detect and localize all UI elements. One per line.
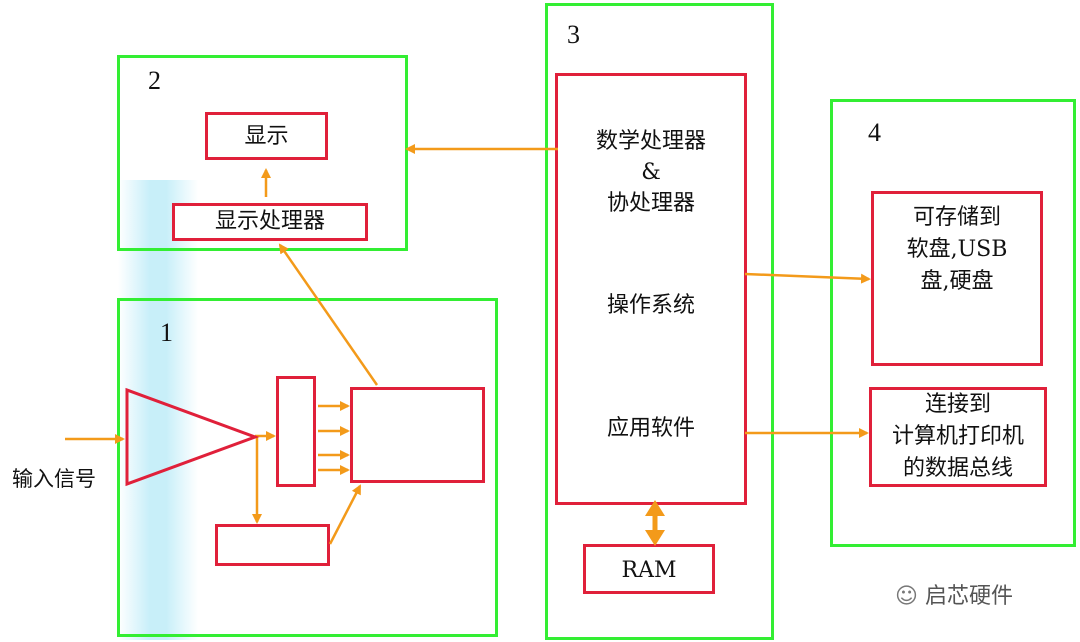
filter-box (276, 376, 316, 487)
ampersand-label: & (641, 160, 661, 185)
os-label: 操作系统 (606, 293, 695, 318)
printer-bus-box (869, 387, 1047, 487)
display-processor-label: 显示处理器 (214, 209, 325, 234)
printer-bus-label: 连接到 计算机打印机 的数据总线 (891, 392, 1024, 481)
storage-box (215, 524, 330, 566)
watermark-text: 启芯硬件 (924, 584, 1013, 609)
cpu-to-storage-arrow (744, 272, 871, 284)
storage-target-label: 可存储到 软盘,USB 盘,硬盘 (906, 205, 1008, 294)
block-3-number: 3 (567, 20, 580, 49)
coprocessor-label: 协处理器 (606, 191, 695, 216)
block-1-number: 1 (160, 318, 173, 347)
ram-arrow-head-down (645, 530, 665, 546)
block-3-frame (545, 3, 774, 640)
block-1-frame (117, 298, 498, 637)
storage-to-processor-arrow (328, 484, 362, 545)
cpu-box (555, 73, 747, 505)
display-processor-box (172, 203, 368, 241)
block-4-number: 4 (868, 118, 881, 147)
wechat-icon: ☺ (895, 584, 918, 609)
apps-label: 应用软件 (606, 416, 695, 441)
watermark: ☺ 启芯硬件 (895, 578, 1013, 610)
processor-to-display-arrow (278, 243, 379, 386)
input-signal-label: 输入信号 (12, 467, 96, 491)
block-4-frame (830, 99, 1076, 547)
block-2-number: 2 (148, 66, 161, 95)
math-processor-label: 数学处理器 (595, 129, 706, 154)
display-label: 显示 (244, 124, 289, 149)
amplifier-triangle (125, 387, 260, 487)
display-box (205, 112, 328, 160)
ram-arrow-head-up (645, 500, 665, 516)
storage-target-box (871, 191, 1043, 366)
ram-box (583, 544, 715, 594)
ram-label: RAM (621, 558, 677, 583)
processor-box (350, 387, 485, 483)
